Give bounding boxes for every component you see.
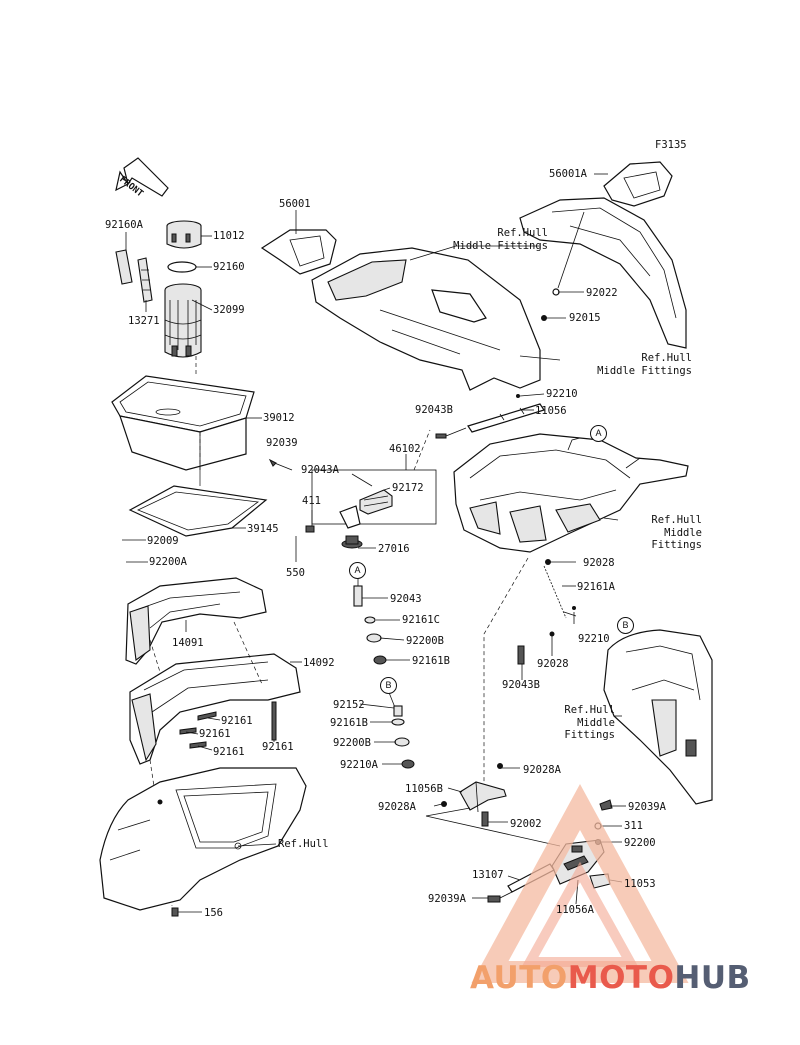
ref-hull-note-4: Ref.Hull Middle Fittings [564, 704, 615, 741]
label-92160A: 92160A [105, 219, 143, 231]
label-92039: 92039 [266, 437, 298, 449]
label-92002: 92002 [510, 818, 542, 830]
callout-b-right: B [617, 617, 634, 634]
label-56001: 56001 [279, 198, 311, 210]
label-92043B-top: 92043B [415, 404, 453, 416]
label-550: 550 [286, 567, 305, 579]
label-92028A-right: 92028A [523, 764, 561, 776]
label-92028-b: 92028 [537, 658, 569, 670]
logo-part-moto: MOTO [567, 960, 675, 996]
callout-b-mid: B [380, 677, 397, 694]
label-39012: 39012 [263, 412, 295, 424]
label-92028A-left: 92028A [378, 801, 416, 813]
label-39145: 39145 [247, 523, 279, 535]
spring-92161A [543, 565, 567, 619]
label-92152: 92152 [333, 699, 365, 711]
bar-11056 [467, 403, 545, 433]
ref-hull-note-1: Ref.Hull Middle Fittings [453, 227, 548, 252]
label-92022: 92022 [586, 287, 618, 299]
label-92172: 92172 [392, 482, 424, 494]
label-92028-a: 92028 [583, 557, 615, 569]
hull-lower-right [603, 629, 713, 805]
bracket-46102 [311, 469, 437, 525]
label-92043: 92043 [390, 593, 422, 605]
cover-14091 [125, 577, 267, 665]
label-11056A: 11056A [556, 904, 594, 916]
center-panel [311, 247, 541, 391]
logo-part-hub: HUB [674, 960, 751, 996]
label-92161-c: 92161 [213, 746, 245, 758]
label-92043A: 92043A [301, 464, 339, 476]
label-14091: 14091 [172, 637, 204, 649]
label-92210A: 92210A [340, 759, 378, 771]
label-411: 411 [302, 495, 321, 507]
ring-92160 [167, 261, 197, 273]
mirror-56001A [603, 161, 673, 207]
lever-11056B [459, 781, 507, 813]
label-92161C: 92161C [402, 614, 440, 626]
automotohub-logo [471, 784, 689, 983]
knob-27016 [341, 535, 363, 549]
label-14092: 14092 [303, 657, 335, 669]
label-46102: 46102 [389, 443, 421, 455]
label-92161B-1: 92161B [412, 655, 450, 667]
hull-lower-left [99, 767, 307, 911]
label-156: 156 [204, 907, 223, 919]
cover-14092 [129, 653, 301, 765]
label-92160: 92160 [213, 261, 245, 273]
label-13271: 13271 [128, 315, 160, 327]
label-92161-d: 92161 [262, 741, 294, 753]
label-92161-a: 92161 [221, 715, 253, 727]
figure-code: F3135 [655, 139, 687, 151]
label-92210-a: 92210 [546, 388, 578, 400]
label-92200A: 92200A [149, 556, 187, 568]
callout-a-mid: A [349, 562, 366, 579]
callout-a-top: A [590, 425, 607, 442]
label-92200B-2: 92200B [333, 737, 371, 749]
label-32099: 32099 [213, 304, 245, 316]
label-11012: 11012 [213, 230, 245, 242]
label-92161B-2: 92161B [330, 717, 368, 729]
automotohub-wordmark: AUTOMOTOHUB [470, 960, 751, 996]
cap-11012 [166, 220, 202, 249]
ref-hull-note-3: Ref.Hull Middle Fittings [651, 514, 702, 551]
label-92200B: 92200B [406, 635, 444, 647]
deck-frame [453, 433, 689, 553]
front-arrow-icon [115, 157, 169, 197]
label-92039A-left: 92039A [428, 893, 466, 905]
label-56001A: 56001A [549, 168, 587, 180]
label-92039A-right: 92039A [628, 801, 666, 813]
label-92161A: 92161A [577, 581, 615, 593]
logo-part-auto: AUTO [470, 960, 568, 996]
label-11056B: 11056B [405, 783, 443, 795]
label-92200: 92200 [624, 837, 656, 849]
label-13107: 13107 [472, 869, 504, 881]
right-upper-panel [519, 197, 687, 349]
ref-hull-note-5: Ref.Hull [278, 838, 329, 850]
storage-box-39012 [111, 375, 255, 471]
ref-hull-note-2: Ref.Hull Middle Fittings [597, 352, 692, 377]
mirror-56001 [260, 229, 337, 275]
label-11053: 11053 [624, 878, 656, 890]
label-92161-b: 92161 [199, 728, 231, 740]
tube-32099 [164, 283, 202, 358]
gasket-39145 [128, 485, 268, 537]
label-11056: 11056 [535, 405, 567, 417]
label-92210-b: 92210 [578, 633, 610, 645]
strap-92160A [115, 249, 153, 303]
label-27016: 27016 [378, 543, 410, 555]
latch-92172 [339, 489, 393, 529]
label-92009: 92009 [147, 535, 179, 547]
label-92043B-bot: 92043B [502, 679, 540, 691]
label-92015: 92015 [569, 312, 601, 324]
label-311: 311 [624, 820, 643, 832]
